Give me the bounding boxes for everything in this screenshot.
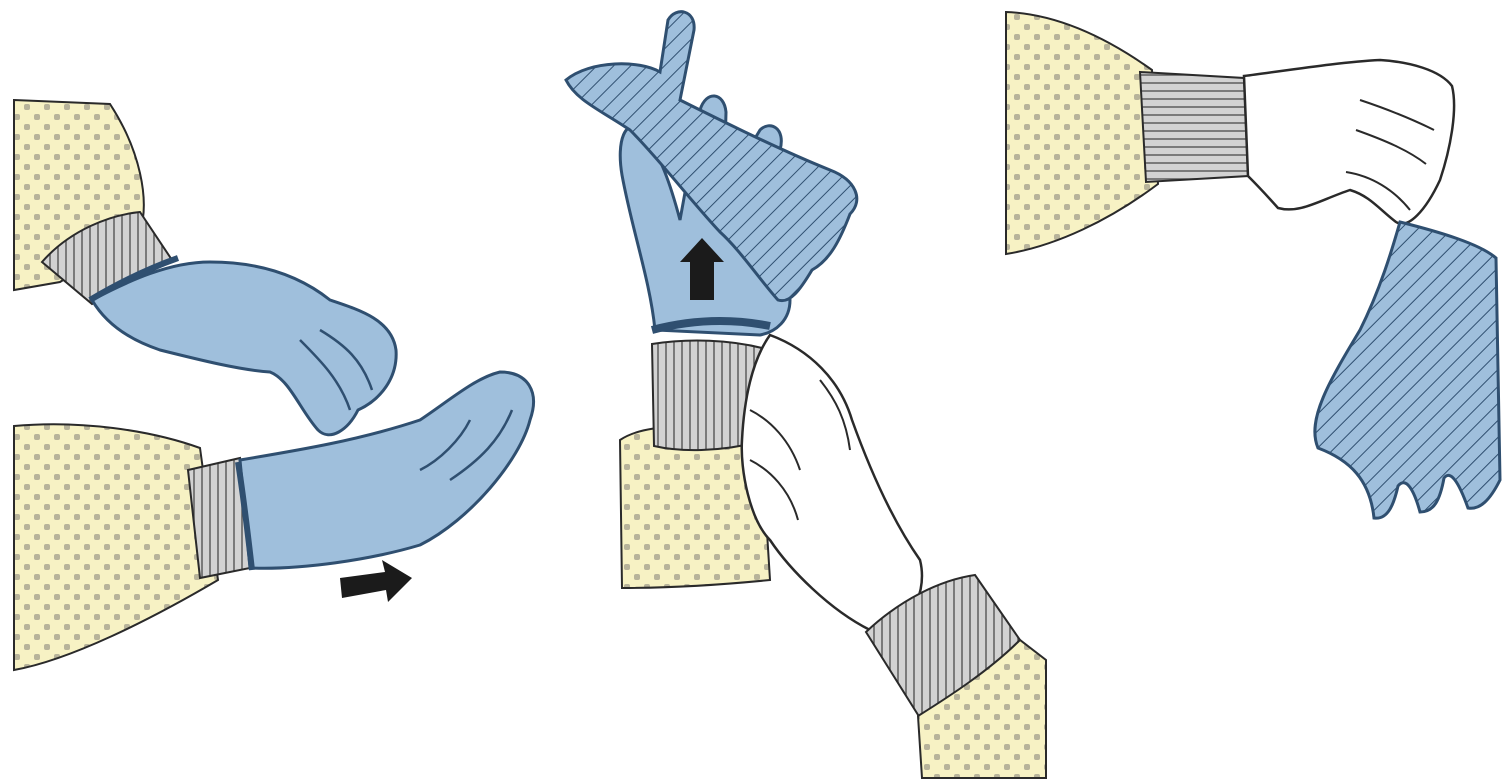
panel-3-hold-removed-glove <box>1006 12 1500 518</box>
removed-glove-inside-out <box>1315 222 1500 518</box>
gown-sleeve-lower <box>14 424 218 670</box>
knit-cuff <box>1140 72 1248 182</box>
gloved-hand-lower <box>240 372 533 568</box>
arrow-right-icon <box>340 560 412 602</box>
panel-1-grasp-glove <box>14 100 533 670</box>
bare-hand <box>1244 60 1454 224</box>
panel-2-peel-glove <box>566 12 1046 778</box>
bare-hand <box>742 335 922 632</box>
gown-sleeve <box>1006 12 1158 254</box>
